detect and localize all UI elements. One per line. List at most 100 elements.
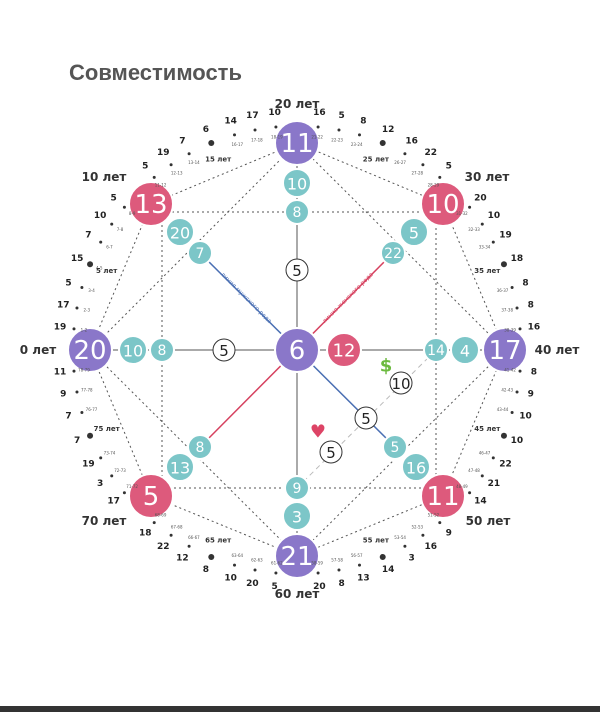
- ring-number: 10: [268, 108, 281, 118]
- ring-number: 6: [203, 125, 209, 135]
- ring-range-label: 47-48: [468, 468, 480, 473]
- ring-number: 18: [511, 254, 524, 264]
- ring-dot: [518, 327, 522, 331]
- ring-age-dot: [208, 140, 215, 147]
- node-tl-mid-value: 20: [170, 224, 190, 243]
- ring-dot: [510, 286, 514, 290]
- node-top-inner: [284, 199, 310, 225]
- ring-range-label: 7-8: [117, 227, 124, 232]
- age-label-30: 30 лет: [465, 170, 510, 184]
- ring-range-label: 11-12: [155, 183, 167, 188]
- node-tl-mid: [165, 217, 195, 247]
- ring-age-label: 5 лет: [96, 267, 118, 275]
- ring-dot: [187, 152, 191, 156]
- ring-dot: [510, 410, 514, 414]
- ring-dot: [122, 491, 126, 495]
- node-top-outer: [274, 120, 320, 166]
- node-bottom-outer-value: 21: [280, 542, 313, 572]
- outer-octagon: [89, 142, 506, 557]
- ring-range-label: 4-5: [96, 266, 103, 271]
- ring-age-dot: [500, 261, 507, 268]
- ring-range-label: 72-73: [114, 468, 126, 473]
- ring-range-label: 52-53: [411, 524, 423, 529]
- ring-range-label: 46-47: [479, 451, 491, 456]
- ring-dot: [72, 327, 76, 331]
- ring-range-label: 21-22: [311, 134, 323, 139]
- ring-range-label: 43-44: [497, 407, 509, 412]
- ring-dot: [80, 286, 84, 290]
- node-center: [274, 327, 320, 373]
- node-money: [389, 371, 413, 395]
- ring-age-label: 75 лет: [94, 425, 121, 433]
- ring-range-label: 32-33: [468, 227, 480, 232]
- money-love-line: [296, 349, 437, 489]
- ring-dot: [80, 410, 84, 414]
- ring-number: 11: [54, 367, 67, 377]
- ring-number: 5: [65, 279, 71, 289]
- age-label-50: 50 лет: [466, 514, 511, 528]
- node-bl-inner: [187, 434, 213, 460]
- ring-range-label: 26-27: [394, 160, 406, 165]
- ring-age-dot: [87, 261, 94, 268]
- ring-age-dot: [500, 432, 507, 439]
- ring-number: 7: [85, 230, 91, 240]
- ring-range-label: 38-39: [504, 327, 516, 332]
- ring-number: 16: [313, 108, 326, 118]
- ring-range-label: 13-14: [188, 160, 200, 165]
- ring-dot: [491, 240, 495, 244]
- age-label-20: 20 лет: [275, 97, 320, 111]
- ring-number: 8: [338, 579, 344, 589]
- node-left-inner-value: 8: [158, 343, 167, 359]
- ring-dot: [357, 133, 361, 137]
- ring-dot: [122, 205, 126, 209]
- ring-dot: [468, 491, 472, 495]
- ring-age-dot: [87, 432, 94, 439]
- ring-range-label: 71-72: [126, 484, 138, 489]
- ring-range-label: 1-2: [81, 327, 88, 332]
- ring-dot: [75, 390, 79, 394]
- ring-dot: [403, 544, 407, 548]
- ring-number: 22: [425, 148, 438, 158]
- ring-number: 16: [405, 136, 418, 146]
- ring-range-label: 48-49: [456, 484, 468, 489]
- ring-number: 17: [57, 300, 70, 310]
- node-center-top-small: [285, 258, 309, 282]
- ring-dot: [403, 152, 407, 156]
- ring-dot: [480, 222, 484, 226]
- ring-range-label: 17-18: [251, 137, 263, 142]
- ring-range-label: 36-37: [497, 288, 509, 293]
- node-top-inner-value: 8: [293, 205, 302, 221]
- ring-dot: [438, 175, 442, 179]
- node-tr-outer-value: 10: [426, 190, 459, 220]
- ring-range-label: 8-9: [129, 211, 136, 216]
- ring-dot: [515, 390, 519, 394]
- node-right-inner-value: 14: [427, 343, 445, 359]
- node-left-inner: [149, 337, 175, 363]
- ring-number: 5: [446, 162, 452, 172]
- node-mid-small-value: 5: [361, 410, 371, 428]
- ring-number: 20: [474, 193, 487, 203]
- male-line-label: линия мужского рода: [219, 271, 273, 325]
- ring-number: 8: [360, 116, 366, 126]
- age-label-60: 60 лет: [275, 587, 320, 601]
- node-mid-small: [354, 406, 378, 430]
- node-bl-outer: [128, 473, 174, 519]
- node-bottom-mid-value: 3: [292, 508, 302, 527]
- ring-range-label: 58-59: [311, 561, 323, 566]
- ring-number: 12: [176, 554, 189, 564]
- ring-number: 9: [528, 390, 534, 400]
- ring-number: 3: [97, 479, 103, 489]
- ring-range-label: 37-38: [501, 307, 513, 312]
- ring-number: 8: [528, 300, 534, 310]
- ring-range-label: 56-57: [351, 553, 363, 558]
- ring-number: 5: [338, 111, 344, 121]
- ring-range-label: 28-29: [428, 183, 440, 188]
- ring-range-label: 51-52: [428, 512, 440, 517]
- ring-number: 5: [271, 582, 277, 592]
- ring-range-label: 16-17: [231, 142, 243, 147]
- node-money-value: 10: [391, 375, 410, 393]
- ring-dot: [110, 222, 114, 226]
- ring-range-label: 33-34: [479, 244, 491, 249]
- ring-age-label: 55 лет: [363, 536, 390, 544]
- ring-number: 9: [60, 390, 66, 400]
